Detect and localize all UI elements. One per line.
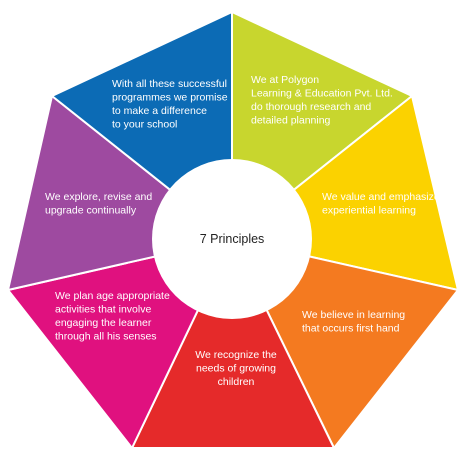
segment-5-line-3: engaging the learner (55, 317, 152, 329)
segment-5-line-4: through all his senses (55, 331, 157, 343)
segment-7-line-1: With all these successful (112, 78, 227, 90)
segment-2-line-2: experiential learning (322, 205, 416, 217)
segment-7-line-4: to your school (112, 119, 177, 131)
segment-6-text: We explore, revise and upgrade continuall… (45, 191, 152, 217)
segment-1-line-1: We at Polygon (251, 74, 319, 86)
segment-3-text: We believe in learning that occurs first … (302, 309, 405, 335)
segment-5-line-2: activities that involve (55, 304, 151, 316)
segment-2-line-1: We value and emphasize (322, 191, 440, 203)
segment-6-line-1: We explore, revise and (45, 191, 152, 203)
segment-7-text: With all these successful programmes we p… (112, 78, 228, 131)
segment-1-line-4: detailed planning (251, 115, 331, 127)
segment-5-line-1: We plan age appropriate (55, 290, 170, 302)
segment-2-text: We value and emphasize experiential learn… (322, 191, 440, 217)
segment-5-text: We plan age appropriate activities that i… (55, 290, 170, 343)
center-label: 7 Principles (200, 232, 265, 246)
center-circle (152, 159, 312, 319)
segment-1-line-2: Learning & Education Pvt. Ltd. (251, 88, 393, 100)
segment-3-line-2: that occurs first hand (302, 323, 400, 335)
segment-4-line-1: We recognize the (195, 349, 277, 361)
segment-6-line-2: upgrade continually (45, 205, 137, 217)
segment-3-line-1: We believe in learning (302, 309, 405, 321)
segment-4-line-3: children (218, 376, 255, 388)
segment-7-line-2: programmes we promise (112, 92, 228, 104)
segment-4-line-2: needs of growing (196, 363, 276, 375)
segment-1-line-3: do thorough research and (251, 101, 371, 113)
segment-7-line-3: to make a difference (112, 105, 207, 117)
